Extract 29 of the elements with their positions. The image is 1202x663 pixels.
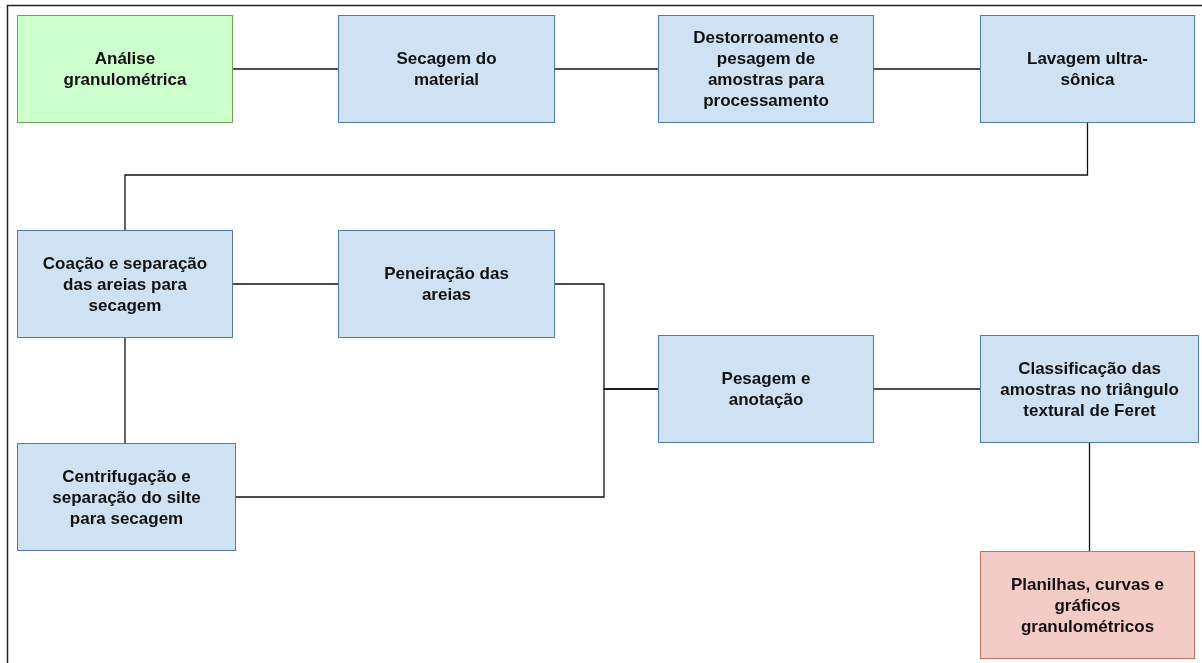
- process-box: [338, 15, 555, 123]
- process-box: [980, 335, 1199, 443]
- process-box: [980, 15, 1195, 123]
- step-label: Planilhas, curvas e gráficos granulométricos: [1009, 573, 1166, 637]
- step-label: Análise granulométrica: [62, 48, 188, 90]
- connector-line: [124, 122, 1089, 231]
- connector-line: [873, 68, 981, 70]
- process-box: [338, 230, 555, 338]
- step-label: Secagem do material: [395, 48, 498, 90]
- step-label: Peneiração das areias: [383, 263, 510, 305]
- step-label: Coação e separação das areias para secagem: [41, 252, 209, 316]
- process-box: [17, 443, 236, 551]
- step-label: Lavagem ultra-sônica: [1026, 48, 1149, 90]
- connector-line: [232, 68, 339, 70]
- step-label: Destorroamento e pesagem de amostras para processamento: [692, 27, 840, 111]
- connector-line: [554, 68, 659, 70]
- step-label: Pesagem e anotação: [720, 368, 812, 410]
- connector-line: [1088, 442, 1091, 552]
- process-box: [658, 335, 874, 443]
- connector-line: [232, 283, 339, 285]
- connector-line: [873, 388, 981, 390]
- step-label: Centrifugação e separação do silte para secagem: [51, 465, 202, 529]
- step-label: Classificação das amostras no triângulo textural de Feret: [999, 357, 1180, 421]
- process-box: [658, 15, 874, 123]
- process-box: [17, 230, 233, 338]
- connector-line: [124, 337, 126, 444]
- start-box: [17, 15, 233, 123]
- connector-line: [235, 388, 659, 498]
- result-box: [980, 551, 1195, 659]
